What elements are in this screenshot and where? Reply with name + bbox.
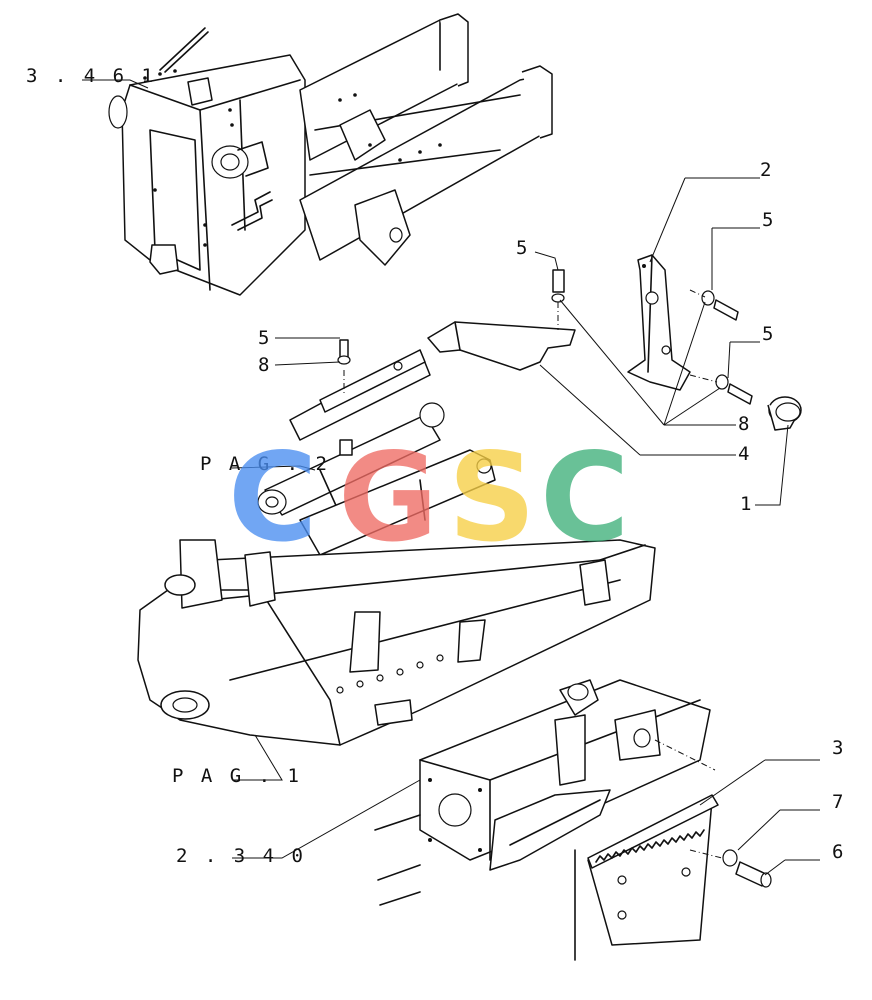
ref-label-3461: 3 . 4 6 1 bbox=[26, 65, 156, 87]
ref-label-pag2: P A G . 2 bbox=[200, 453, 330, 475]
callout-7: 7 bbox=[832, 791, 843, 813]
cap-part-1 bbox=[767, 396, 802, 431]
reference-labels: 3 . 4 6 1 P A G . 2 P A G . 1 2 . 3 4 0 bbox=[26, 65, 330, 867]
watermark-letter-3: S bbox=[448, 427, 536, 569]
callout-2: 2 bbox=[760, 159, 771, 181]
bolt-washer-set-right bbox=[689, 289, 753, 405]
callout-5-lower-right: 5 bbox=[762, 323, 773, 345]
watermark-letter-4: C bbox=[540, 427, 630, 569]
ref-label-2340: 2 . 3 4 0 bbox=[176, 845, 306, 867]
callout-5-left: 5 bbox=[258, 327, 269, 349]
lower-frame bbox=[137, 539, 656, 746]
watermark-letter-1: C bbox=[228, 427, 318, 569]
watermark-letter-2: G bbox=[338, 427, 438, 569]
washer-bolt-lower bbox=[722, 849, 772, 888]
bottom-chassis bbox=[374, 679, 716, 961]
callout-3: 3 bbox=[832, 737, 843, 759]
upper-chassis-frame bbox=[108, 13, 553, 296]
ref-label-pag1: P A G . 1 bbox=[172, 765, 302, 787]
cylinder-assembly bbox=[257, 339, 496, 556]
callout-4: 4 bbox=[738, 443, 749, 465]
callout-8-left: 8 bbox=[258, 354, 269, 376]
arm-part-4 bbox=[427, 269, 576, 371]
rack-plate-part-3 bbox=[587, 794, 723, 946]
callout-1: 1 bbox=[740, 493, 751, 515]
bracket-part-2 bbox=[627, 254, 691, 391]
cgsc-watermark: C G S C bbox=[228, 427, 630, 569]
callout-5-arm: 5 bbox=[516, 237, 527, 259]
leader-lines bbox=[82, 79, 820, 876]
callout-numbers: 2 5 5 5 5 8 8 4 1 3 7 6 bbox=[258, 159, 843, 863]
callout-6: 6 bbox=[832, 841, 843, 863]
callout-8-right: 8 bbox=[738, 413, 749, 435]
callout-5-upper-right: 5 bbox=[762, 209, 773, 231]
